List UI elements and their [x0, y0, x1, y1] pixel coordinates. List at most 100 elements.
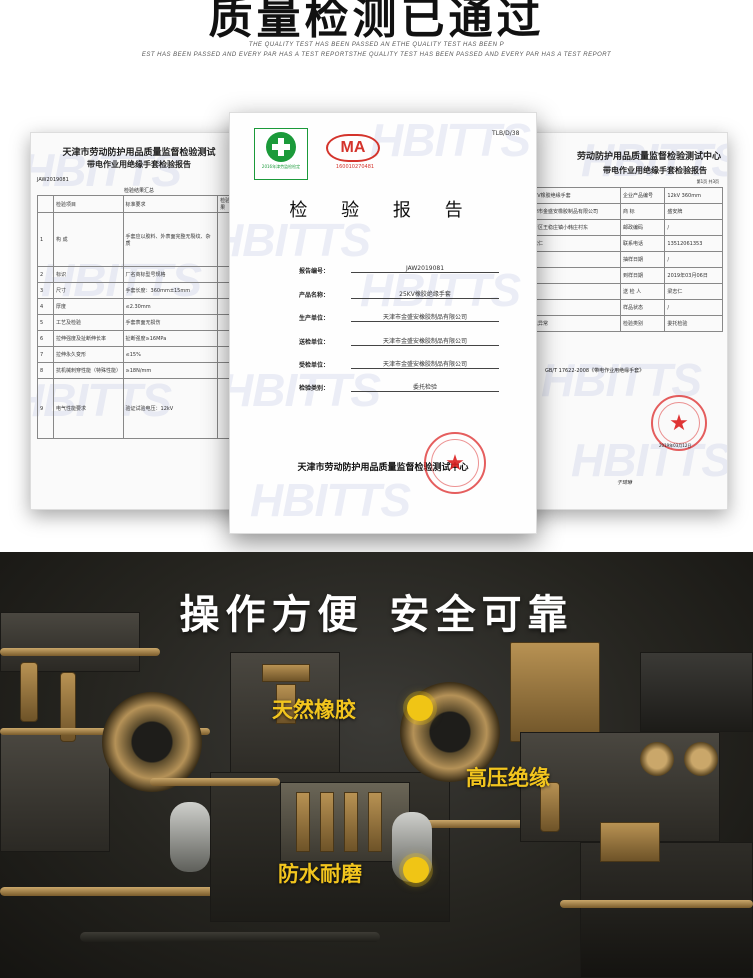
- table-row: 2双样品状态/: [524, 299, 723, 316]
- field-row: 受检单位： 天津市金盛安橡胶制品有限公司: [299, 360, 509, 372]
- field-key: 送检单位：: [299, 339, 330, 346]
- table-header-cell: 标准要求: [122, 195, 219, 213]
- table-cell: 13512061353: [664, 235, 723, 252]
- field-key: 报告编号：: [299, 268, 330, 275]
- table-cell: 5: [37, 314, 54, 331]
- table-cell: 3: [37, 282, 54, 299]
- table-cell: 样品状态: [620, 299, 666, 316]
- right-standard: GB/T 17622-2008《带电作业用绝缘手套》: [545, 368, 645, 374]
- field-row: 报告编号： JAW2019081: [299, 265, 509, 278]
- right-date: 2019年03月12日: [659, 443, 692, 448]
- field-row: 检验类别： 委托检验: [299, 383, 509, 395]
- field-key: 受检单位：: [299, 362, 330, 369]
- table-cell: 电气性能要求: [53, 378, 124, 439]
- table-cell: 1: [37, 212, 54, 267]
- quality-report-section: 质量检测已通过 THE QUALITY TEST HAS BEEN PASSED…: [30, 0, 728, 534]
- field-row: 生产单位： 天津市金盛安橡胶制品有限公司: [299, 313, 509, 325]
- field-value: 天津市金盛安橡胶制品有限公司: [351, 312, 499, 322]
- table-cell: 拉伸强度及扯断伸长率: [53, 330, 124, 347]
- table-cell: 12kV橡胶绝缘手套: [524, 187, 622, 204]
- table-cell: 2双: [524, 299, 622, 316]
- field-value: 25KV橡胶绝缘手套: [351, 289, 499, 299]
- table-row: 梁志仁联系电话13512061353: [524, 235, 723, 252]
- table-cell: /: [664, 299, 723, 316]
- table-cell: /: [664, 219, 723, 236]
- cma-logo: MA 160010270481: [326, 134, 384, 174]
- table-cell: 检验类别: [620, 315, 666, 332]
- table-cell: 尺寸: [53, 282, 124, 299]
- table-cell: 梁志仁: [524, 235, 622, 252]
- table-cell: 4: [37, 298, 54, 315]
- left-heading-2: 带电作业用绝缘手套检验报告: [87, 160, 191, 169]
- field-value: 委托检验: [351, 382, 499, 392]
- right-heading-1: 劳动防护用品质量监督检验测试中心: [576, 152, 721, 162]
- slogan-left: 操作方便: [179, 591, 364, 638]
- feature-section: 操作方便安全可靠 天然橡胶 高压绝缘 防水耐磨: [0, 552, 753, 978]
- feature-label-waterproof: 防水耐磨: [278, 861, 362, 886]
- report-title: 检 验 报 告: [289, 200, 477, 221]
- table-cell: 手套长度：360mm±15mm: [122, 282, 219, 299]
- field-key: 生产单位：: [299, 315, 330, 322]
- field-value: JAW2019081: [351, 265, 499, 273]
- table-cell: 联系电话: [620, 235, 666, 252]
- red-seal-icon: ★: [651, 395, 707, 451]
- green-cross-icon: [266, 132, 296, 162]
- table-cell: 工艺及检验: [53, 314, 124, 331]
- table-cell: 扯断强度≥16MPa: [122, 330, 219, 347]
- table-cell: 到样日期: [620, 267, 666, 284]
- table-cell: ≤15%: [122, 346, 219, 363]
- watermark: HBITTS: [571, 434, 728, 486]
- red-seal-icon: ★: [424, 432, 486, 494]
- slogan: 操作方便安全可靠: [0, 582, 753, 640]
- headline-subtitle-2: EST HAS BEEN PASSED AND EVERY PAR HAS A …: [141, 52, 612, 58]
- headline-subtitle-1: THE QUALITY TEST HAS BEEN PASSED AN ETHE…: [248, 42, 505, 48]
- field-key: 产品名称：: [299, 292, 330, 299]
- table-cell: 梁志仁: [664, 283, 723, 300]
- table-cell: /: [524, 283, 622, 300]
- table-cell: 厂名商标型号规格: [122, 266, 219, 283]
- table-header-cell: 检验项目: [53, 195, 124, 213]
- feature-label-insulation: 高压绝缘: [466, 765, 550, 790]
- table-row: 天津市金盛安橡胶制品有限公司商 标盛安牌: [524, 203, 723, 220]
- table-row: 未见异常检验类别委托检验: [524, 315, 723, 332]
- right-page-label: 第1页 共3页: [696, 179, 719, 184]
- table-cell: ≤2.30mm: [122, 298, 219, 315]
- table-cell: 构 成: [53, 212, 124, 267]
- table-cell: /: [664, 251, 723, 268]
- left-ref: JAW2019081: [37, 177, 69, 183]
- table-cell: 未见异常: [524, 315, 622, 332]
- table-cell: 2019年03月06日: [664, 267, 723, 284]
- table-cell: 手套表面无损伤: [122, 314, 219, 331]
- feature-label-rubber: 天然橡胶: [272, 697, 356, 722]
- table-cell: 6: [37, 330, 54, 347]
- right-heading-2: 带电作业用绝缘手套检验报告: [603, 166, 707, 175]
- table-cell: 委托检验: [664, 315, 723, 332]
- table-cell: 抽样日期: [620, 251, 666, 268]
- left-heading-1: 天津市劳动防护用品质量监督检验测试: [62, 148, 216, 158]
- table-cell: 验证试验电压：12kV: [122, 378, 219, 439]
- table-row: /抽样日期/: [524, 251, 723, 268]
- left-table-caption: 检验结果汇总: [123, 188, 154, 194]
- cma-mark: MA: [326, 134, 380, 162]
- feature-dot-icon: [403, 857, 429, 883]
- table-cell: 企业产品编号: [620, 187, 666, 204]
- table-cell: 厚度: [53, 298, 124, 315]
- cma-number: 160010270481: [335, 164, 375, 170]
- field-key: 检验类别：: [299, 385, 330, 392]
- headline: 质量检测已通过: [208, 0, 545, 44]
- feature-dot-icon: [407, 695, 433, 721]
- report-code: TLB/D/38: [492, 130, 520, 137]
- table-cell: 西青区王稳庄镇小韩庄村东: [524, 219, 622, 236]
- table-cell: 标识: [53, 266, 124, 283]
- field-value: 天津市金盛安橡胶制品有限公司: [351, 336, 499, 346]
